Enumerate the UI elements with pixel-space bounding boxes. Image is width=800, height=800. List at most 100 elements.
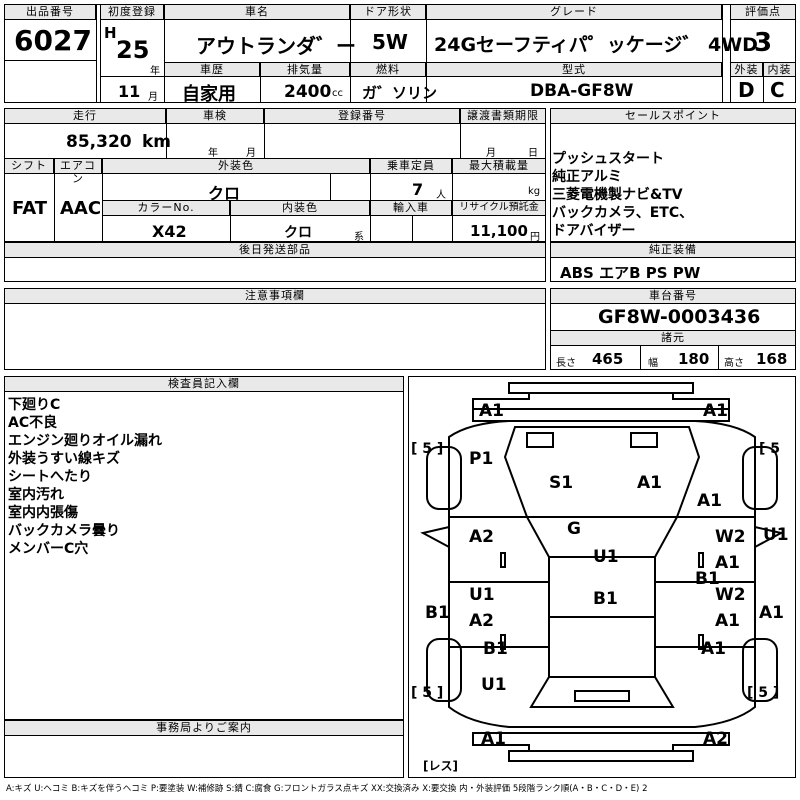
capacity-unit: 人	[436, 190, 446, 201]
damage-diagram: A1 A1 P1 S1 A1 A1 G A2 W2 U1 A1 U1 B1 B1…	[408, 376, 796, 778]
shift: FAT	[12, 198, 48, 219]
mileage-unit: km	[142, 132, 172, 152]
import-label: 輸入車	[370, 200, 452, 216]
dmg-right-mirror: U1	[763, 525, 789, 545]
dmg-hood-left: S1	[549, 473, 574, 493]
fuel-label: 燃料	[350, 62, 426, 77]
dmg-left-quarter: B1	[483, 639, 508, 659]
inspector-line: バックカメラ曇り	[8, 523, 120, 539]
dmg-front-left: A1	[479, 401, 504, 421]
mileage: 85,320	[66, 132, 132, 152]
ac-label: エアコン	[54, 158, 102, 185]
model: DBA-GF8W	[530, 81, 634, 101]
dmg-left-rear-door-2: A2	[469, 611, 494, 631]
tire-front-left: [ 5 ]	[411, 441, 444, 457]
dmg-right-front-door: W2	[715, 527, 746, 547]
spare-tire: [レス]	[423, 759, 458, 773]
reg-month: 11	[118, 82, 141, 101]
length: 465	[592, 350, 624, 368]
car-name-label: 車名	[164, 4, 350, 20]
length-label: 長さ	[556, 358, 576, 369]
notes-label: 注意事項欄	[4, 288, 546, 304]
sales-line: 純正アルミ	[552, 169, 622, 185]
displacement-label: 排気量	[260, 62, 350, 77]
inspector-label: 検査員記入欄	[4, 376, 404, 392]
dmg-rear-right: A2	[703, 729, 728, 749]
intcolor-unit: 系	[354, 232, 364, 243]
recycle-label: リサイクル預託金	[452, 200, 546, 216]
inspector-line: メンバーC穴	[8, 541, 89, 557]
color: クロ	[208, 184, 241, 203]
legend: A:キズ U:ヘコミ B:キズを伴うヘコミ P:要塗装 W:補修跡 S:錆 C:…	[6, 784, 648, 794]
recycle: 11,100	[470, 222, 528, 240]
dmg-left-rear: U1	[481, 675, 507, 695]
width: 180	[678, 350, 710, 368]
dmg-right-quarter: A1	[701, 639, 726, 659]
height-label: 高さ	[724, 358, 744, 369]
fuel: ガ゛ソリン	[362, 84, 438, 102]
score-label: 評価点	[730, 4, 796, 20]
dmg-right-pillar: B1	[695, 569, 720, 589]
era: H	[104, 24, 117, 42]
sales-line: バックカメラ、ETC、	[552, 205, 694, 221]
shift-label: シフト	[4, 158, 54, 174]
model-label: 型式	[426, 62, 722, 77]
doors-label: ドア形状	[350, 4, 426, 20]
capacity-label: 乗車定員	[370, 158, 452, 174]
dmg-front-right: A1	[703, 401, 728, 421]
inspection-month-unit: 月	[246, 148, 256, 159]
inspector-line: 室内汚れ	[8, 487, 64, 503]
width-label: 幅	[648, 358, 658, 369]
sales-line: 三菱電機製ナビ&TV	[552, 187, 683, 203]
inspector-line: AC不良	[8, 415, 58, 431]
int-grade-label: 内装	[763, 62, 796, 77]
car-name: アウトランダ゛ー	[196, 34, 356, 58]
dmg-hood-right: A1	[637, 473, 662, 493]
color-label: 外装色	[102, 158, 370, 174]
dmg-roof-rear: B1	[593, 589, 618, 609]
inspector-line: 下廻りC	[8, 397, 61, 413]
parts-label: 後日発送部品	[4, 242, 546, 258]
dmg-left-fender: P1	[469, 449, 494, 469]
int-grade: C	[770, 78, 785, 102]
car-outline	[420, 382, 784, 762]
inspection-year-unit: 年	[208, 148, 218, 159]
dmg-left-front-door: A2	[469, 527, 494, 547]
score: 3	[754, 28, 773, 58]
equipment: ABS エアB PS PW	[560, 264, 701, 282]
lot-number: 6027	[14, 24, 92, 57]
sales-label: セールスポイント	[550, 108, 796, 124]
dmg-roof-front: U1	[593, 547, 619, 567]
grade-label: グレード	[426, 4, 722, 20]
office-label: 事務局よりご案内	[4, 720, 404, 736]
transfer-month: 月	[486, 148, 496, 159]
inspector-block	[4, 376, 404, 720]
displacement-unit: cc	[332, 88, 343, 99]
tire-front-right: [ 5	[759, 441, 781, 457]
dmg-right-front-door-2: A1	[715, 553, 740, 573]
sales-block	[550, 108, 796, 242]
reg-year-unit: 年	[150, 66, 160, 77]
height: 168	[756, 350, 788, 368]
dmg-right-fender: A1	[697, 491, 722, 511]
mileage-label: 走行	[4, 108, 166, 124]
dmg-rear-left: A1	[481, 729, 506, 749]
regno-label: 登録番号	[264, 108, 460, 124]
tire-rear-left: [ 5 ]	[411, 685, 444, 701]
reg-year: 25	[116, 36, 150, 64]
dmg-left-rear-door: U1	[469, 585, 495, 605]
doors: 5W	[372, 30, 408, 54]
inspector-line: 室内内張傷	[8, 505, 78, 521]
capacity: 7	[412, 180, 424, 199]
sales-line: プッシュスタート	[552, 151, 664, 167]
dmg-windshield: G	[567, 519, 581, 539]
load-unit: kg	[528, 186, 541, 197]
grade: 24Gセーフティパ゜ッケージ゛ 4WD	[434, 34, 758, 56]
ac: AAC	[60, 198, 102, 219]
sales-line: ドアバイザー	[552, 223, 636, 239]
transfer-day: 日	[528, 148, 538, 159]
dmg-right-rear-door-2: A1	[715, 611, 740, 631]
dmg-left-side: B1	[425, 603, 450, 623]
details-block	[4, 108, 546, 242]
header-block	[4, 4, 796, 103]
